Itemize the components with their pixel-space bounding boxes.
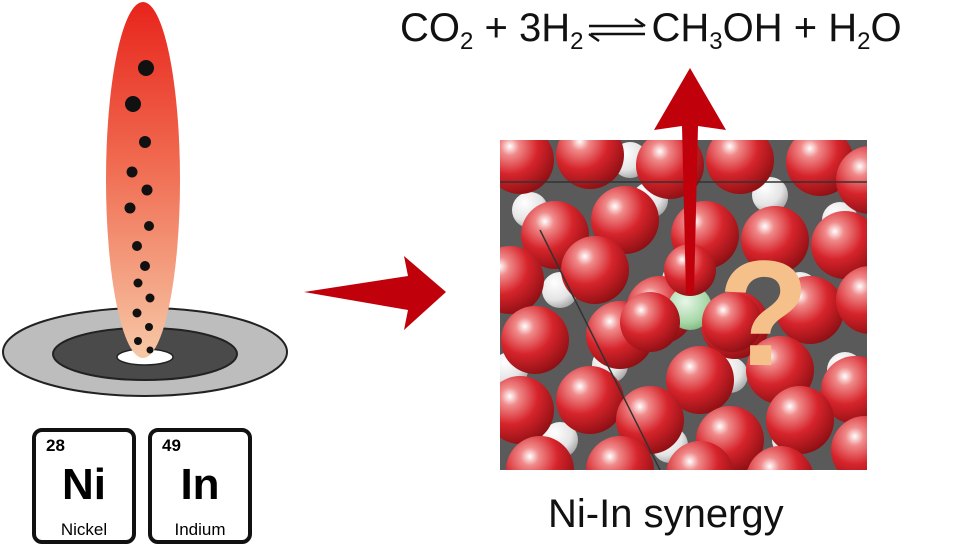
oxygen-atom [586,436,654,470]
particle [132,308,142,318]
atomic-number: 49 [162,436,181,455]
question-mark: ? [718,229,810,397]
oxygen-atom [666,441,734,470]
oxygen-atom [666,346,734,414]
particle [141,184,153,196]
oxygen-atom [500,246,544,314]
oxygen-atom [501,306,569,374]
oxygen-atom [836,266,867,334]
particle [145,293,155,303]
particle [144,221,154,231]
oxygen-atom [836,146,867,214]
plus-sign: + [782,6,829,50]
oxygen-atom [506,436,574,470]
oxygen-atom [500,140,554,194]
element-symbol: In [180,460,220,509]
oxygen-atom [811,211,867,279]
oxygen-atom [616,386,684,454]
product-release-arrow-icon [654,68,726,294]
oxygen-atom [500,376,554,444]
oxygen-atom [776,276,844,344]
atomic-number: 28 [46,436,65,455]
particle [145,323,153,331]
particle [146,346,154,354]
oxygen-atom [561,236,629,304]
surface-model [500,140,867,470]
oxygen-atom [620,292,680,352]
element-symbol: Ni [62,460,106,509]
oxygen-atom [706,140,774,194]
oxygen-atom [741,206,809,274]
particle [126,166,138,178]
reactant-co2: CO2 [400,6,474,55]
particles [124,60,155,354]
cell-edge [539,229,661,470]
equilibrium-arrows-icon [588,18,647,43]
particle [132,241,142,251]
oxygen-atom [831,416,867,470]
particle [139,136,151,148]
particle [133,278,143,288]
caption: Ni-In synergy [548,492,784,536]
element-name: Nickel [60,520,108,539]
oxygen-atom [766,386,834,454]
reactant-h2: 3H2 [518,6,584,55]
plus-sign: + [473,6,519,50]
product-methanol: CH3OH [651,6,783,55]
atom-layer [500,140,867,470]
oxygen-atom [702,292,762,352]
process-arrow-icon [304,256,446,330]
flame-synthesis-illustration [2,2,288,397]
particle [140,261,150,271]
particle [138,60,154,76]
reaction-equation: CO2 + 3H2 CH3OH + H2O [400,6,902,56]
product-water: H2O [828,6,902,55]
particle [134,337,142,345]
oxygen-atom [747,446,813,470]
element-tile-indium: 49 In Indium [148,428,252,544]
oxygen-atom [556,140,624,189]
oxygen-atom [821,356,867,424]
oxygen-atom [591,186,659,254]
element-name: Indium [174,520,226,539]
particle [124,202,136,214]
oxygen-atom [556,366,624,434]
flame [106,2,180,358]
element-tile-nickel: 28 Ni Nickel [32,428,136,544]
particle [125,96,141,112]
